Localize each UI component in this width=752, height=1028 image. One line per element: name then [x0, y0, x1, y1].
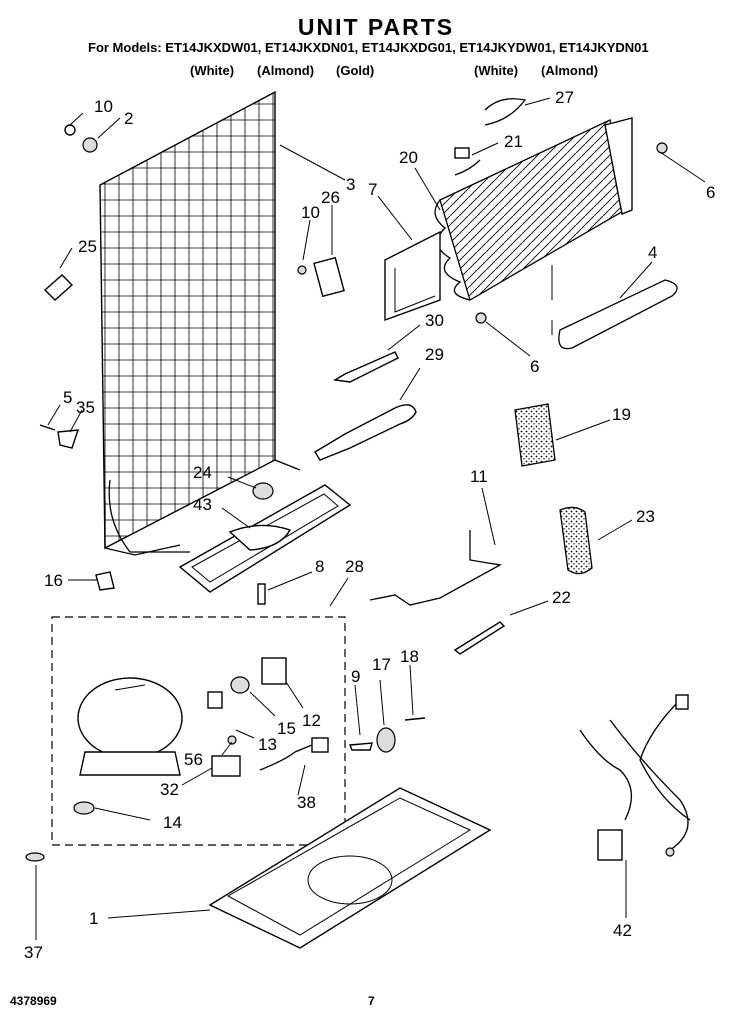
callout-label: 35: [76, 398, 95, 417]
color-white-2: (White): [474, 63, 519, 78]
callout-label: 26: [321, 188, 340, 207]
callout-label: 37: [24, 943, 43, 962]
callout-label: 15: [277, 719, 296, 738]
compressor-group-box: [51, 616, 346, 846]
fan-part-17: [376, 727, 396, 753]
callout-label: 8: [315, 557, 324, 576]
small-hardware: [39, 98, 668, 449]
callout-label: 12: [302, 711, 321, 730]
callout-label: 29: [425, 345, 444, 364]
callout-label: 32: [160, 780, 179, 799]
drier-part: [314, 404, 417, 461]
insulation-part-23: [559, 506, 593, 575]
part-9: [349, 742, 373, 751]
part-8: [257, 583, 266, 605]
callout-label: 9: [351, 667, 360, 686]
callout-label: 56: [184, 750, 203, 769]
callout-label: 3: [346, 175, 355, 194]
callout-label: 10: [301, 203, 320, 222]
callout-label: 7: [368, 180, 377, 199]
color-almond-1: (Almond): [257, 63, 315, 78]
callout-label: 23: [636, 507, 655, 526]
callout-label: 24: [193, 463, 212, 482]
callout-label: 42: [613, 921, 632, 940]
tube-part-22: [453, 621, 506, 655]
callout-label: 27: [555, 88, 574, 107]
color-almond-2: (Almond): [541, 63, 599, 78]
clip-part-16: [95, 571, 115, 591]
screw-part-18: [404, 717, 426, 721]
callout-label: 19: [612, 405, 631, 424]
callout-label: 11: [470, 467, 488, 486]
callout-label: 2: [124, 109, 133, 128]
tube-part-11: [369, 530, 502, 606]
callout-label: 43: [193, 495, 212, 514]
leader-lines: [35, 97, 706, 940]
callout-label: 22: [552, 588, 571, 607]
callout-label: 28: [345, 557, 364, 576]
callout-label: 38: [297, 793, 316, 812]
wiring-harness-part: [579, 694, 691, 861]
callout-label: 16: [44, 571, 63, 590]
callout-label: 4: [648, 243, 657, 262]
callout-labels: 10 2 3 26 10 25 27 21 20 7 6 4 6 30 29 5…: [24, 88, 715, 962]
callout-label: 10: [94, 97, 113, 116]
callout-label: 30: [425, 311, 444, 330]
evaporator-part: [384, 117, 633, 321]
callout-label: 20: [399, 148, 418, 167]
base-plate-part: [208, 787, 492, 949]
callout-label: 21: [504, 132, 523, 151]
callout-label: 18: [400, 647, 419, 666]
callout-label: 14: [163, 813, 182, 832]
callout-label: 25: [78, 237, 97, 256]
drain-pan-part: [178, 482, 352, 593]
compressor-part: [73, 657, 329, 815]
heater-part: [558, 279, 678, 350]
page-title: UNIT PARTS: [297, 14, 455, 40]
insulation-part-19: [514, 403, 556, 467]
page-number: 7: [368, 994, 375, 1008]
callout-label: 13: [258, 735, 277, 754]
clip-part-37: [25, 852, 45, 862]
callout-label: 6: [530, 357, 539, 376]
callout-label: 5: [63, 388, 72, 407]
callout-label: 17: [372, 655, 391, 674]
condenser-part: [99, 90, 301, 556]
model-list: For Models: ET14JKXDW01, ET14JKXDN01, ET…: [88, 40, 649, 55]
color-gold: (Gold): [336, 63, 375, 78]
color-white-1: (White): [190, 63, 235, 78]
callout-label: 6: [706, 183, 715, 202]
callout-label: 1: [89, 909, 98, 928]
document-number: 4378969: [10, 994, 57, 1008]
wire-part: [332, 351, 399, 383]
